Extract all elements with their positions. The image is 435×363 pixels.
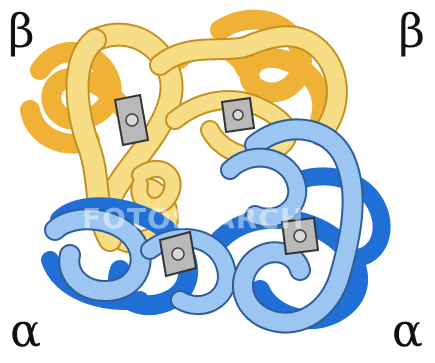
beta-label-top-left: β — [8, 8, 35, 54]
heme-group-bottom-right — [282, 218, 318, 254]
heme-group-top-left — [115, 95, 148, 145]
heme-group-bottom-left — [160, 232, 196, 276]
heme-group-top-right — [222, 98, 254, 132]
beta-label-top-right: β — [398, 8, 425, 54]
alpha-label-bottom-right: α — [392, 307, 423, 353]
alpha-label-bottom-left: α — [10, 307, 41, 353]
